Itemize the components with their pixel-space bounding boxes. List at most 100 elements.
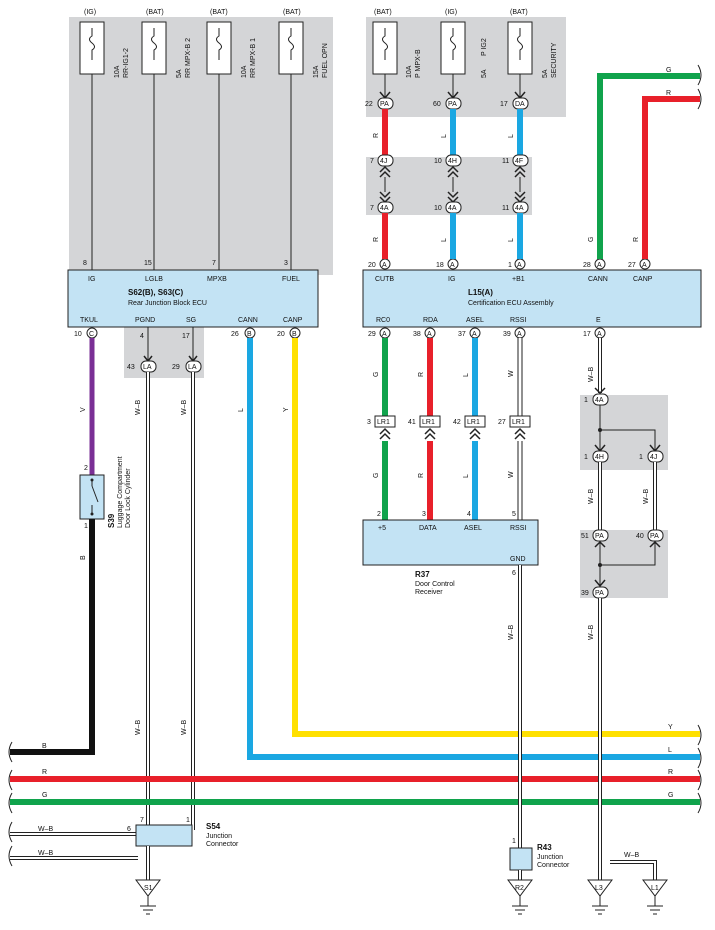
fuse-rating: 10A: [406, 65, 413, 78]
wire-label: W–B: [135, 400, 142, 416]
wire-label: R: [373, 133, 380, 138]
pin-label: IG: [88, 276, 95, 283]
pin-label: CUTB: [375, 276, 394, 283]
s54-title: S54: [206, 822, 221, 831]
wire-y-canp: [292, 338, 700, 737]
ground-r2: R2: [507, 879, 533, 915]
connector-code: 4A: [595, 397, 604, 404]
connector-code: A: [382, 331, 387, 338]
wire-label: R: [666, 90, 671, 97]
fuse-rating: 5A: [176, 69, 183, 78]
pin-label: IG: [448, 276, 455, 283]
pin-label: MPXB: [207, 276, 227, 283]
pin-num: 28: [583, 262, 591, 269]
pin-num: 42: [453, 419, 461, 426]
s62-ecu-box: [67, 269, 319, 328]
wire-label: L: [508, 238, 515, 242]
wire-l-cann: [247, 338, 700, 760]
pin-label: ASEL: [466, 317, 484, 324]
connector-4h: [445, 154, 462, 167]
pin-label: TKUL: [80, 317, 98, 324]
pin-num: 43: [127, 364, 135, 371]
pin-num: 37: [458, 331, 466, 338]
fuse-p-mpx-b: (BAT) 10A P MPX-B: [372, 9, 422, 78]
ground-s1: S1: [135, 879, 161, 915]
fuse-feed-wires: [91, 74, 292, 270]
ground-label: R2: [515, 885, 524, 892]
pin-label: PGND: [135, 317, 155, 324]
wire-r-canp: [642, 96, 700, 259]
r43-label-1: Junction: [537, 854, 563, 861]
pin-num: 5: [512, 511, 516, 518]
connector-4j: [377, 154, 394, 167]
connector-code: LA: [188, 364, 197, 371]
pin-num: 7: [212, 260, 216, 267]
connector-code: PA: [650, 533, 659, 540]
wire-wb-l1: [610, 860, 657, 880]
l15-subtitle: Certification ECU Assembly: [468, 300, 554, 307]
wire-label: R: [418, 372, 425, 377]
pin-num: 15: [144, 260, 152, 267]
pin-label: RSSI: [510, 317, 526, 324]
r43-label-2: Connector: [537, 862, 570, 869]
s62-subtitle: Rear Junction Block ECU: [128, 300, 207, 307]
pin-num: 41: [408, 419, 416, 426]
pin-num: 20: [368, 262, 376, 269]
pin-num: 10: [434, 158, 442, 165]
wire-label: L: [238, 408, 245, 412]
pin-num: 38: [413, 331, 421, 338]
wire-label: L: [463, 474, 470, 478]
r43-title: R43: [537, 843, 552, 852]
wire-label: W–B: [38, 826, 54, 833]
connector-code: LA: [143, 364, 152, 371]
connector-code: 4H: [448, 158, 457, 165]
fuse-rr-mpx-b-1: (BAT) 10A RR MPX-B 1: [206, 9, 257, 78]
s54-label-1: Junction: [206, 833, 232, 840]
pin-num: 3: [367, 419, 371, 426]
wire-label: Y: [668, 724, 673, 731]
pin-num: 1: [584, 397, 588, 404]
connector-code: LR1: [422, 419, 435, 426]
fuse-block-bg-front: [366, 17, 566, 117]
pin-num: 27: [498, 419, 506, 426]
fuse-source: (IG): [84, 9, 96, 16]
connector-code: C: [89, 331, 94, 338]
r37-title: R37: [415, 570, 430, 579]
pin-num: 3: [284, 260, 288, 267]
connector-code: PA: [595, 533, 604, 540]
pin-num: 4: [140, 333, 144, 340]
connector-code: B: [247, 331, 252, 338]
wire-label: W–B: [135, 720, 142, 736]
connector-code: A: [472, 331, 477, 338]
wire-label: V: [80, 407, 87, 412]
fuse-security: (BAT) 5A SECURITY: [507, 9, 558, 78]
wire-label: G: [373, 372, 380, 377]
pin-label: LGLB: [145, 276, 163, 283]
connector-code: 4J: [650, 454, 657, 461]
connector-code: 4A: [448, 205, 457, 212]
fuse-rr-ig1-2: (IG) 10A RR-IG1-2: [79, 9, 130, 78]
pin-label: CANN: [588, 276, 608, 283]
connector-code: A: [517, 331, 522, 338]
wire-label: G: [373, 473, 380, 478]
wire-label: Y: [283, 407, 290, 412]
pin-label: RC0: [376, 317, 390, 324]
pin-num: 60: [433, 101, 441, 108]
wire-label: L: [668, 747, 672, 754]
connector-lr1: [419, 415, 441, 428]
fuse-name: RR MPX-B 1: [250, 38, 257, 78]
connector-4f: [512, 154, 529, 167]
pin-label: E: [596, 317, 601, 324]
pin-num: 26: [231, 331, 239, 338]
wire-label: W–B: [588, 625, 595, 641]
wire-label: W–B: [624, 852, 640, 859]
pin-label: RDA: [423, 317, 438, 324]
r43-connector: [509, 847, 533, 871]
pin-label: +5: [378, 525, 386, 532]
l15-bottom-connectors: [379, 327, 606, 339]
wire-label: B: [42, 743, 47, 750]
pin-label: CANP: [283, 317, 303, 324]
s39-label-1: Luggage Compartment: [117, 456, 124, 528]
connector-lr1: [464, 415, 486, 428]
wire-label: G: [588, 237, 595, 242]
